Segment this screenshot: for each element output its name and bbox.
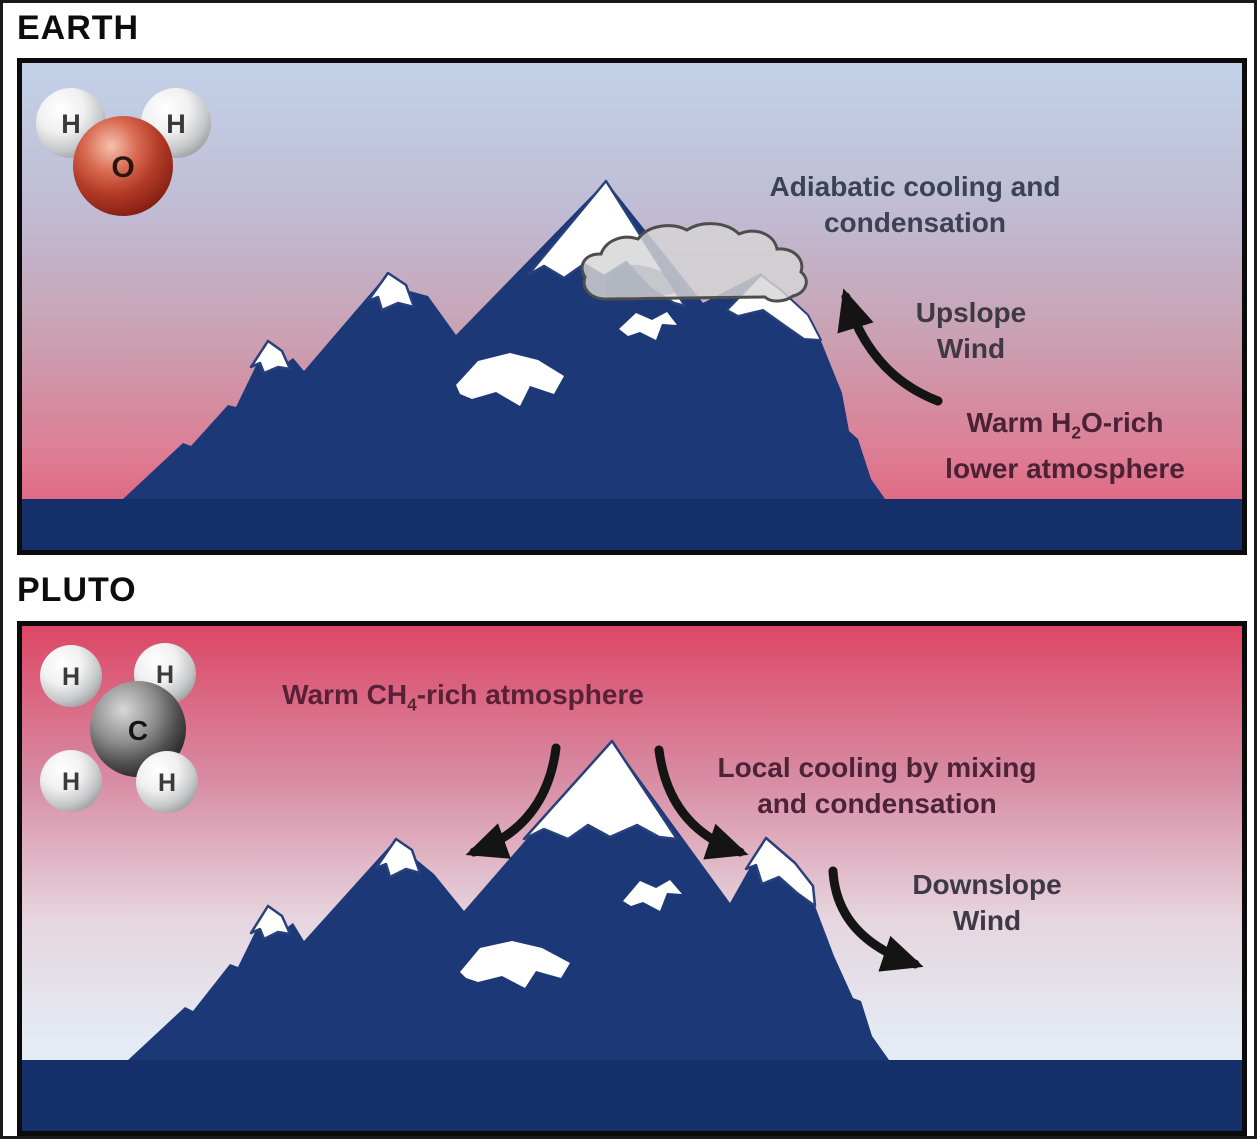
hydrogen-label: H [61, 109, 81, 139]
pluto-snowcap-main-peak [522, 739, 679, 841]
hydrogen-label: H [156, 661, 174, 689]
hydrogen-label: H [166, 109, 186, 139]
warm-ch4-label: Warm CH4-rich atmosphere [263, 677, 663, 723]
hydrogen-atom [136, 751, 198, 813]
local-cooling-line2: and condensation [757, 788, 997, 819]
adiabatic-cooling-line2: condensation [823, 207, 1006, 238]
carbon-label: C [128, 715, 148, 746]
upslope-wind-line2: Wind [936, 333, 1006, 364]
earth-snow-patch-small [619, 312, 677, 340]
hydrogen-atom [40, 645, 102, 707]
warm-ch4-line1: Warm CH4-rich atmosphere [282, 679, 644, 715]
upslope-wind-arrow-icon [837, 288, 943, 406]
downslope-wind-arrow-icon [828, 866, 924, 972]
pluto-panel: H H C H H Warm CH4-rich atmosphere Local… [17, 621, 1247, 1136]
local-cooling-label: Local cooling by mixing and condensation [702, 750, 1052, 822]
downslope-wind-line2: Wind [952, 905, 1022, 936]
earth-snowcap-peak1 [249, 339, 292, 375]
adiabatic-cooling-label: Adiabatic cooling and condensation [740, 169, 1090, 241]
warm-h2o-line2: lower atmosphere [945, 452, 1185, 484]
pluto-snow-field [460, 941, 570, 988]
pluto-snowcap-peak2 [374, 837, 422, 879]
methane-molecule-icon: H H C H H [40, 643, 198, 813]
earth-snowcap-peak2 [366, 271, 416, 312]
pluto-panel-title: PLUTO [17, 571, 137, 609]
local-cooling-line1: Local cooling by mixing [717, 752, 1037, 783]
earth-panel: H H O Adiabatic cooling and condensation… [17, 58, 1247, 555]
oxygen-label: O [111, 151, 134, 184]
earth-snow-field [456, 353, 564, 406]
downslope-wind-line1: Downslope [912, 869, 1062, 900]
pluto-mountain-silhouette [127, 741, 889, 1131]
downslope-wind-label: Downslope Wind [887, 867, 1087, 939]
earth-ground [22, 499, 1242, 550]
pluto-scene: H H C H H [22, 643, 1242, 1131]
hydrogen-label: H [62, 768, 80, 796]
upslope-wind-line1: Upslope [915, 297, 1027, 328]
upslope-wind-label: Upslope Wind [871, 295, 1071, 367]
warm-h2o-label: Warm H2O-rich lower atmosphere [895, 405, 1235, 487]
hydrogen-label: H [62, 663, 80, 691]
pluto-snowcap-subpeak [744, 836, 817, 908]
warm-h2o-line1: Warm H2O-rich [966, 407, 1164, 443]
downslope-left-arrow-icon [465, 743, 561, 859]
pluto-ground [22, 1060, 1242, 1131]
downslope-right-arrow-icon [654, 745, 749, 860]
pluto-snowcap-peak1 [249, 904, 292, 941]
pluto-snow-patch-small [623, 880, 682, 911]
earth-panel-title: EARTH [17, 9, 140, 47]
hydrogen-atom [40, 750, 102, 812]
earth-scene: H H O [22, 88, 1242, 550]
cloud-icon [580, 222, 808, 303]
oxygen-atom [73, 116, 173, 216]
hydrogen-label: H [158, 769, 176, 797]
adiabatic-cooling-line1: Adiabatic cooling and [769, 171, 1061, 202]
water-molecule-icon: H H O [36, 88, 211, 216]
